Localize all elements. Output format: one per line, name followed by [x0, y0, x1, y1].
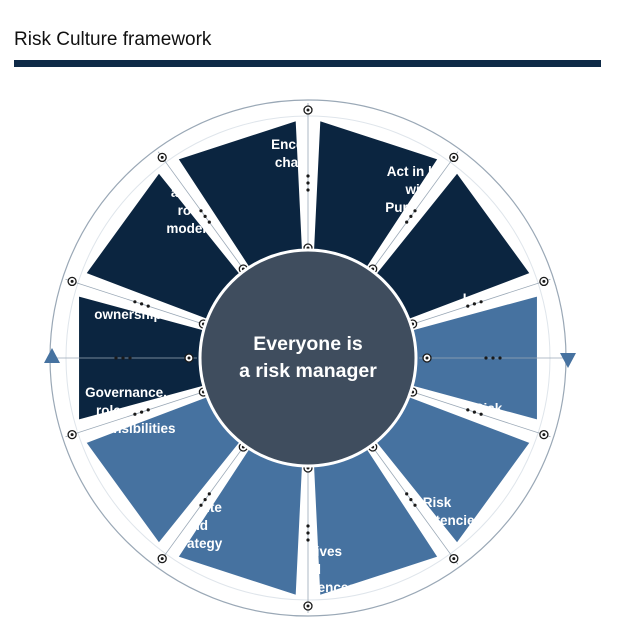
connector-node-core [452, 155, 456, 159]
segment-label-line: ownership [94, 307, 162, 322]
title-rule [14, 60, 601, 67]
divider-dot [498, 356, 502, 360]
connector-node-core [70, 433, 74, 437]
connector-dot [133, 412, 137, 416]
segment-label-line: Risk [474, 401, 503, 416]
connector-dot [466, 304, 470, 308]
connector-dot [306, 531, 310, 535]
connector-dot [466, 408, 470, 412]
connector-node-core [160, 557, 164, 561]
connector-node-core [160, 155, 164, 159]
connector-node-core [542, 279, 546, 283]
connector-node-core [306, 108, 310, 112]
connector-dot [306, 538, 310, 542]
divider-dot [484, 356, 488, 360]
connector-node-core [70, 279, 74, 283]
connector-dot [413, 503, 417, 507]
connector-dot [479, 300, 483, 304]
connector-dot [140, 410, 144, 414]
hub-label: Everyone is a risk manager [239, 333, 377, 382]
segment-label-line: models [166, 221, 213, 236]
connector-dot [306, 188, 310, 192]
connector-dot [472, 410, 476, 414]
segment-label-line: role [178, 203, 203, 218]
connector-dot [479, 412, 483, 416]
connector-dot [413, 209, 417, 213]
connector-dot [405, 492, 409, 496]
connector-dot [199, 503, 203, 507]
hub-circle [198, 248, 418, 468]
divider-node-core [187, 356, 191, 360]
divider-dot [128, 356, 132, 360]
hub-label-line: Everyone is [253, 333, 363, 355]
connector-dot [146, 304, 150, 308]
connector-dot [207, 492, 211, 496]
hub-label-line: a risk manager [239, 360, 377, 382]
segment-label-line: Act in line [387, 164, 452, 179]
connector-dot [405, 220, 409, 224]
divider-dot [491, 356, 495, 360]
connector-dot [306, 181, 310, 185]
connector-dot [199, 209, 203, 213]
hub: Everyone is a risk manager [198, 248, 418, 468]
arrows [44, 348, 576, 368]
segment-label-governance-roles-and-responsibilities: Governance, roles and responsibilities [76, 385, 175, 436]
segment-label-line: responsibilities [76, 421, 175, 436]
connector-dot [203, 214, 207, 218]
segment-label-line: roles and [96, 403, 156, 418]
connector-node-core [452, 557, 456, 561]
connector-dot [133, 300, 137, 304]
divider-node-core [425, 356, 429, 360]
segment-label-line: with [405, 182, 433, 197]
connector-dot [306, 524, 310, 528]
segment-label-line: and [184, 518, 208, 533]
segment-label-line: strategy [170, 536, 223, 551]
segment-label-line: Governance, [85, 385, 167, 400]
divider-dot [121, 356, 125, 360]
segment-label-line: Risk [423, 495, 452, 510]
left-arrow-up-icon [44, 348, 60, 363]
connector-dot [207, 220, 211, 224]
connector-node-core [542, 433, 546, 437]
page-title: Risk Culture framework [14, 29, 212, 50]
connector-dot [146, 408, 150, 412]
connector-dot [472, 302, 476, 306]
connector-dot [409, 214, 413, 218]
connector-dot [203, 498, 207, 502]
connector-dot [306, 174, 310, 178]
divider-dot [114, 356, 118, 360]
connector-dot [409, 498, 413, 502]
right-arrow-down-icon [560, 353, 576, 368]
connector-dot [140, 302, 144, 306]
connector-node-core [306, 604, 310, 608]
segment-label-line: and [297, 562, 321, 577]
